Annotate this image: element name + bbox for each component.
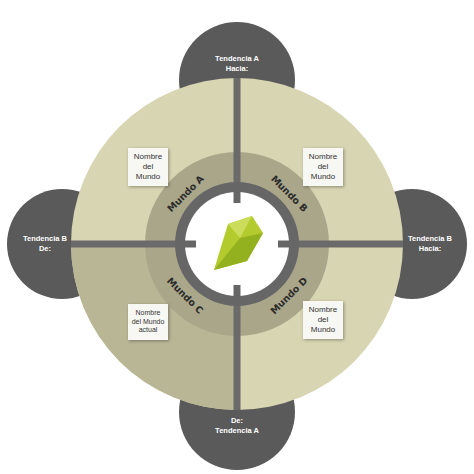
world-name: Nombre del Mundo <box>305 152 341 182</box>
tick <box>234 285 241 296</box>
world-name: Nombre del Mundo actual <box>130 309 166 335</box>
trend-label: Hacia: <box>197 64 277 74</box>
gem <box>214 216 263 270</box>
center-circle <box>185 192 289 296</box>
trend-label: Hacia: <box>405 244 455 254</box>
inner-ring <box>175 182 299 306</box>
trend-label: De: <box>197 416 277 426</box>
trend-tab: Tendencia AHacia: <box>197 54 277 74</box>
world-note: Nombre del Mundo <box>303 148 343 186</box>
gem-facet <box>228 216 252 238</box>
gem-facet <box>214 233 263 270</box>
trend-label: Tendencia A <box>197 426 277 436</box>
tick <box>278 241 289 248</box>
trend-tab: Tendencia BHacia: <box>405 234 455 254</box>
trend-tab: Tendencia BDe: <box>20 234 70 254</box>
trend-label: De: <box>20 244 70 254</box>
trend-label: Tendencia B <box>405 234 455 244</box>
tick <box>234 192 241 203</box>
world-name: Nombre del Mundo <box>130 152 166 182</box>
trend-tab: De:Tendencia A <box>197 416 277 436</box>
world-note: Nombre del Mundo <box>303 301 343 339</box>
trend-label: Tendencia A <box>197 54 277 64</box>
world-name: Nombre del Mundo <box>305 305 341 335</box>
world-note: Nombre del Mundo actual <box>128 304 168 340</box>
trend-label: Tendencia B <box>20 234 70 244</box>
world-note: Nombre del Mundo <box>128 148 168 186</box>
tick <box>185 241 196 248</box>
outer-circle <box>71 78 403 410</box>
